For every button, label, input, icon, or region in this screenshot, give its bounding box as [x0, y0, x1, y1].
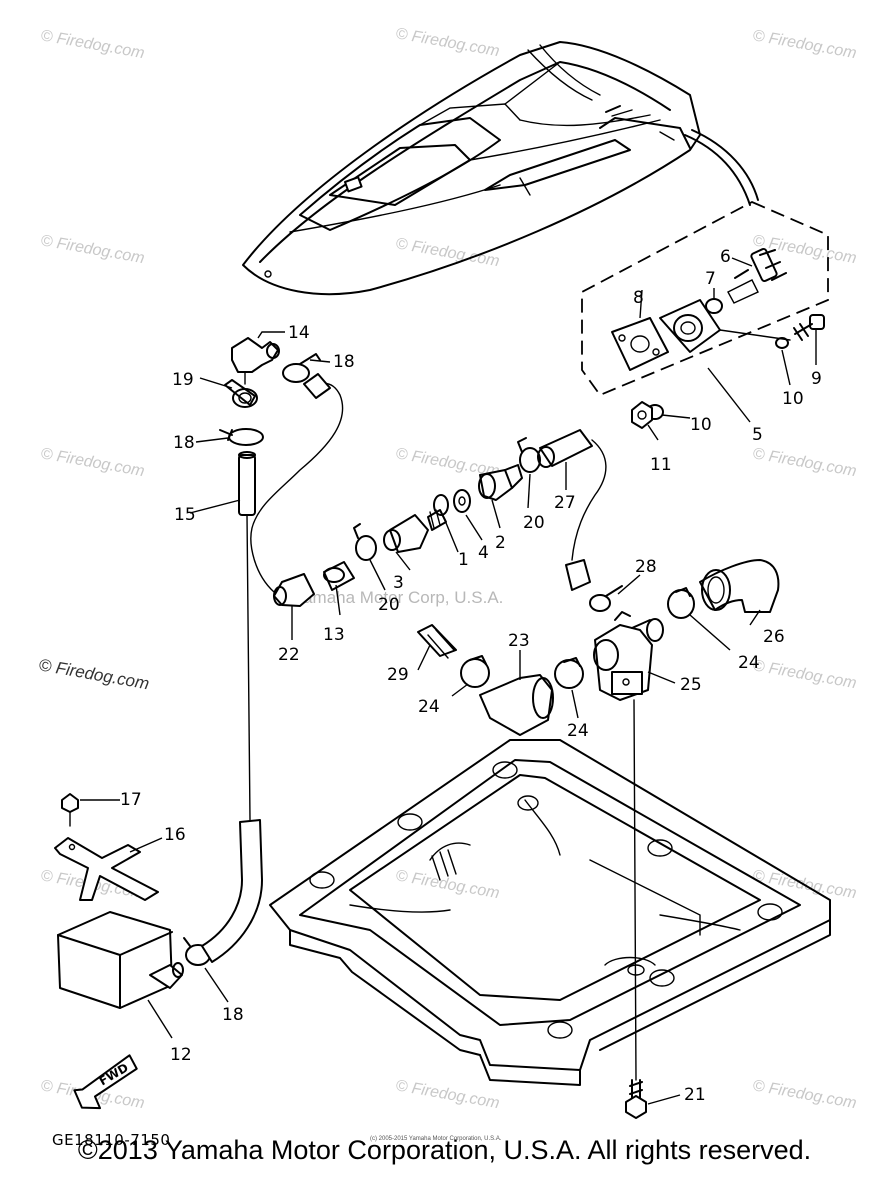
callout-4: 4 [478, 543, 489, 563]
watermark: © Firedog.com [394, 1077, 501, 1112]
callout-18: 18 [222, 1005, 244, 1025]
part-14-elbow [231, 337, 280, 385]
part-13-hose [323, 561, 355, 591]
center-watermark: Yamaha Motor Corp, U.S.A. [293, 588, 503, 607]
part-19-clip [224, 379, 258, 408]
callout-20: 20 [523, 513, 545, 533]
part-25-valve [593, 611, 664, 701]
part-6-drain-plug [727, 248, 787, 304]
callout-25: 25 [680, 675, 702, 695]
callout-5: 5 [752, 425, 763, 445]
callout-2: 2 [495, 533, 506, 553]
diagram-code: GE18110-7150 [52, 1131, 170, 1149]
leader-lines [80, 257, 817, 1105]
watermark: © Firedog.com [37, 655, 150, 693]
part-1-washer [433, 494, 449, 516]
part-24-clamp [554, 657, 584, 689]
watermark: © Firedog.com [394, 867, 501, 902]
watermark: © Firedog.com [394, 25, 501, 60]
callout-18: 18 [173, 433, 195, 453]
callout-1: 1 [458, 550, 469, 570]
watermark: © Firedog.com [751, 657, 858, 692]
detail-box [581, 201, 829, 397]
watermark: © Firedog.com [751, 27, 858, 62]
callout-23: 23 [508, 631, 530, 651]
callout-27: 27 [554, 493, 576, 513]
callout-10: 10 [782, 389, 804, 409]
callout-29: 29 [387, 665, 409, 685]
part-8-gasket [611, 317, 669, 371]
part-24-clamp [667, 587, 695, 619]
callout-16: 16 [164, 825, 186, 845]
part-28-clamp [589, 585, 623, 612]
vent-line [246, 514, 251, 821]
part-4-washer [453, 489, 471, 513]
part-3-fitting [383, 509, 447, 553]
part-26-elbow-hose [699, 559, 780, 613]
callout-18: 18 [333, 352, 355, 372]
hose-piece [303, 373, 331, 399]
callout-22: 22 [278, 645, 300, 665]
callout-6: 6 [720, 247, 731, 267]
callout-26: 26 [763, 627, 785, 647]
callout-10: 10 [690, 415, 712, 435]
small-watermark: (c) 2005-2015 Yamaha Motor Corporation, … [370, 1136, 502, 1142]
part-27-hose [537, 429, 607, 591]
callout-17: 17 [120, 790, 142, 810]
part-9-screw [793, 314, 825, 341]
watermark: © Firedog.com [39, 445, 146, 480]
callout-24: 24 [567, 721, 589, 741]
callout-15: 15 [174, 505, 196, 525]
part-29-clip [417, 624, 457, 659]
tank-hose [201, 819, 263, 963]
callout-20: 20 [378, 595, 400, 615]
part-23-hose [479, 674, 554, 736]
part-10-washer [775, 337, 789, 349]
hull-top [242, 41, 759, 296]
part-17-screw [61, 793, 79, 827]
part-15-hose [238, 451, 256, 516]
watermark: © Firedog.com [39, 232, 146, 267]
engine-bed [269, 739, 831, 1086]
part-18-clamp [219, 428, 264, 446]
callout-13: 13 [323, 625, 345, 645]
callout-11: 11 [650, 455, 672, 475]
part-12-tank [57, 911, 184, 1009]
part-21-bolt [625, 1079, 647, 1119]
callout-12: 12 [170, 1045, 192, 1065]
callout-28: 28 [635, 557, 657, 577]
watermark: © Firedog.com [39, 27, 146, 62]
callout-19: 19 [172, 370, 194, 390]
callout-9: 9 [811, 369, 822, 389]
part-11-nut [631, 401, 653, 429]
callout-3: 3 [393, 573, 404, 593]
hose-loop [250, 382, 344, 593]
callout-8: 8 [633, 288, 644, 308]
callout-7: 7 [705, 269, 716, 289]
part-16-bracket [54, 837, 159, 901]
callout-24: 24 [418, 697, 440, 717]
callout-24: 24 [738, 653, 760, 673]
watermark: © Firedog.com [751, 445, 858, 480]
part-20-clamp [517, 437, 541, 473]
callout-14: 14 [288, 323, 310, 343]
part-5-drain-housing [659, 299, 791, 353]
part-2-fitting [478, 464, 523, 501]
part-24-clamp [460, 655, 490, 688]
callouts: 1 2 3 4 5 6 7 8 9 10 10 11 12 13 14 15 1… [120, 247, 822, 1105]
watermark: © Firedog.com [751, 1077, 858, 1112]
callout-21: 21 [684, 1085, 706, 1105]
valve-line [633, 699, 637, 1081]
part-22-elbow-hose [273, 573, 315, 607]
part-20-clamp [353, 523, 377, 561]
copyright-notice: ©2013 Yamaha Motor Corporation, U.S.A. A… [77, 1135, 812, 1165]
part-18-clamp [282, 353, 321, 383]
